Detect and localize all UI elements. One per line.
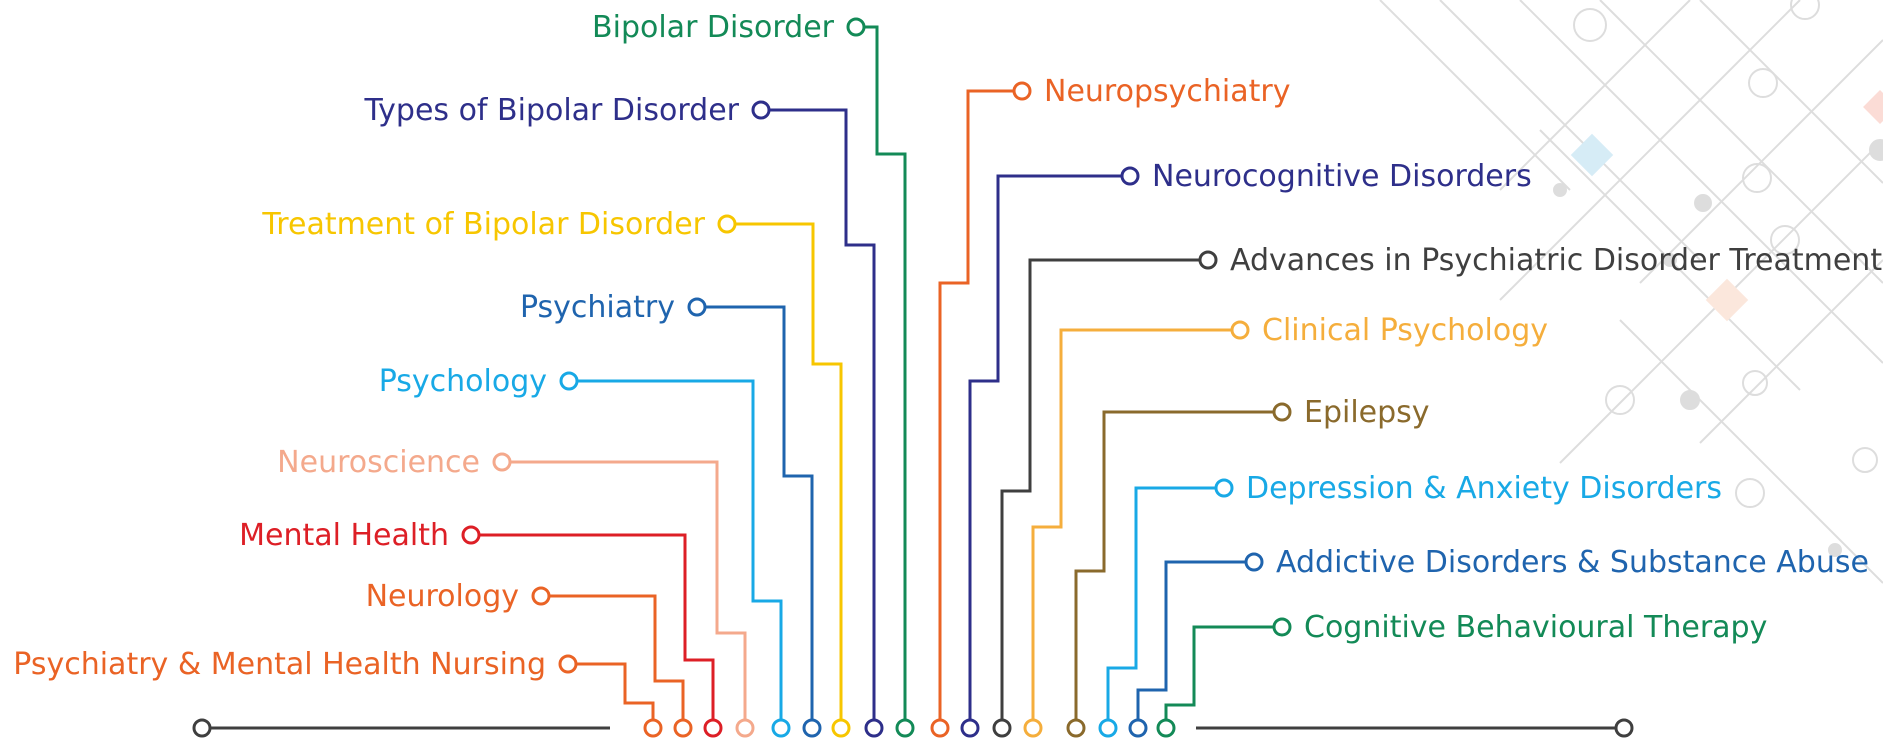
depression-anxiety-disorders-base-node — [1098, 718, 1118, 738]
neurology-label-node — [531, 586, 551, 606]
psychology-base-node — [771, 718, 791, 738]
cognitive-behavioural-therapy-label-node — [1272, 617, 1292, 637]
treatment-of-bipolar-disorder-base-node — [831, 718, 851, 738]
topic-connectors — [461, 17, 1292, 738]
cognitive-behavioural-therapy-base-node — [1156, 718, 1176, 738]
psychiatry-mental-health-nursing-label: Psychiatry & Mental Health Nursing — [13, 647, 546, 682]
psychiatry-mental-health-nursing-base-node — [643, 718, 663, 738]
psychiatry-label-node — [687, 297, 707, 317]
psychiatry-base-node — [802, 718, 822, 738]
baseline-right-end-node — [1614, 718, 1634, 738]
advances-in-psychiatric-disorder-treatment-label: Advances in Psychiatric Disorder Treatme… — [1230, 243, 1882, 278]
neuroscience-base-node — [735, 718, 755, 738]
treatment-of-bipolar-disorder-connector — [735, 222, 843, 720]
epilepsy-connector — [1074, 410, 1274, 720]
psychology-label-node — [559, 371, 579, 391]
treatment-of-bipolar-disorder-label-node — [717, 214, 737, 234]
types-of-bipolar-disorder-connector — [769, 108, 876, 720]
neuropsychiatry-connector — [938, 89, 1014, 720]
depression-anxiety-disorders-label: Depression & Anxiety Disorders — [1246, 471, 1722, 506]
psychology-label: Psychology — [379, 364, 547, 399]
mental-health-label: Mental Health — [239, 518, 449, 553]
advances-in-psychiatric-disorder-treatment-connector — [1000, 258, 1200, 720]
timeline-baseline — [192, 718, 1634, 738]
addictive-disorders-substance-abuse-base-node — [1128, 718, 1148, 738]
mental-health-connector — [479, 533, 715, 720]
bipolar-disorder-base-node — [895, 718, 915, 738]
clinical-psychology-label: Clinical Psychology — [1262, 313, 1548, 348]
epilepsy-label: Epilepsy — [1304, 395, 1430, 430]
neurocognitive-disorders-connector — [968, 174, 1122, 720]
neuroscience-connector — [510, 460, 747, 720]
mental-health-base-node — [703, 718, 723, 738]
addictive-disorders-substance-abuse-label: Addictive Disorders & Substance Abuse — [1276, 545, 1869, 580]
neurology-label: Neurology — [366, 579, 519, 614]
psychology-connector — [577, 379, 783, 720]
cognitive-behavioural-therapy-label: Cognitive Behavioural Therapy — [1304, 610, 1767, 645]
neurocognitive-disorders-label: Neurocognitive Disorders — [1152, 159, 1532, 194]
clinical-psychology-label-node — [1230, 320, 1250, 340]
circuit-background — [1379, 0, 1883, 584]
neurocognitive-disorders-label-node — [1120, 166, 1140, 186]
neuropsychiatry-base-node — [930, 718, 950, 738]
depression-anxiety-disorders-connector — [1106, 486, 1216, 720]
advances-in-psychiatric-disorder-treatment-label-node — [1198, 250, 1218, 270]
neuropsychiatry-label: Neuropsychiatry — [1044, 74, 1290, 109]
addictive-disorders-substance-abuse-connector — [1136, 560, 1246, 720]
clinical-psychology-base-node — [1023, 718, 1043, 738]
psychiatry-mental-health-nursing-label-node — [558, 654, 578, 674]
types-of-bipolar-disorder-base-node — [864, 718, 884, 738]
psychiatry-mental-health-nursing-connector — [576, 662, 655, 720]
neurology-connector — [549, 594, 685, 720]
neuroscience-label-node — [492, 452, 512, 472]
clinical-psychology-connector — [1031, 328, 1232, 720]
types-of-bipolar-disorder-label: Types of Bipolar Disorder — [364, 93, 740, 128]
depression-anxiety-disorders-label-node — [1214, 478, 1234, 498]
addictive-disorders-substance-abuse-label-node — [1244, 552, 1264, 572]
epilepsy-label-node — [1272, 402, 1292, 422]
bipolar-disorder-label-node — [846, 17, 866, 37]
epilepsy-base-node — [1066, 718, 1086, 738]
treatment-of-bipolar-disorder-label: Treatment of Bipolar Disorder — [261, 207, 705, 242]
psychiatry-label: Psychiatry — [520, 290, 675, 325]
types-of-bipolar-disorder-label-node — [751, 100, 771, 120]
neurocognitive-disorders-base-node — [960, 718, 980, 738]
bipolar-disorder-connector — [864, 25, 907, 720]
neuropsychiatry-label-node — [1012, 81, 1032, 101]
cognitive-behavioural-therapy-connector — [1164, 625, 1274, 720]
bipolar-disorder-label: Bipolar Disorder — [592, 10, 835, 45]
neurology-base-node — [673, 718, 693, 738]
psychiatry-connector — [705, 305, 814, 720]
baseline-left-end-node — [192, 718, 212, 738]
mental-health-label-node — [461, 525, 481, 545]
advances-in-psychiatric-disorder-treatment-base-node — [992, 718, 1012, 738]
neuroscience-label: Neuroscience — [277, 445, 480, 480]
